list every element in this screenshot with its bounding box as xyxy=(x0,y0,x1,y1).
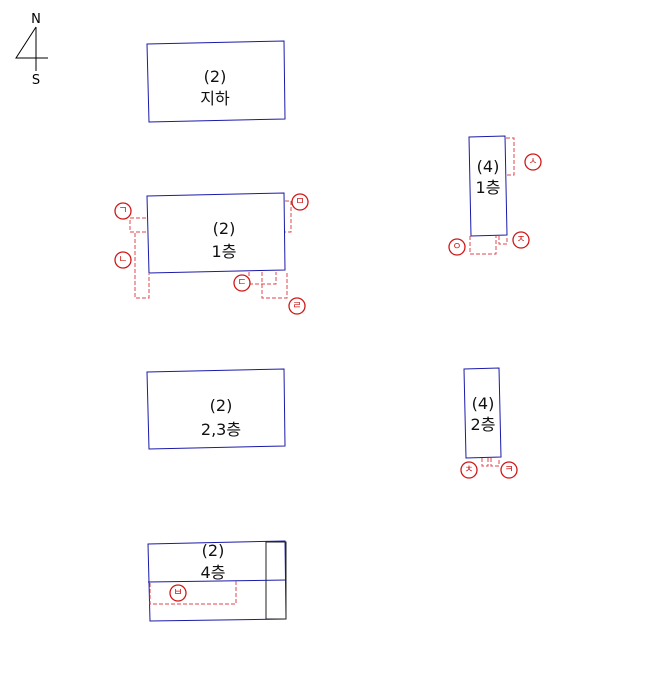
marker-jieut[interactable]: ㅈ xyxy=(512,231,530,249)
marker-label: ㄷ xyxy=(237,278,246,289)
marker-siot[interactable]: ㅅ xyxy=(524,153,542,171)
building-4-floor-1[interactable]: (4) 1층 xyxy=(468,135,508,237)
building-2-floor-4[interactable]: (2) 4층 xyxy=(147,540,287,622)
north-arrow-icon xyxy=(15,26,48,71)
marker-digeut[interactable]: ㄷ xyxy=(233,274,251,292)
building-number: (2) xyxy=(202,541,225,560)
marker-rieul[interactable]: ㄹ xyxy=(288,297,306,315)
building-floor: 2,3층 xyxy=(201,420,241,439)
marker-label: ㅈ xyxy=(516,235,525,246)
building-4-floor-2[interactable]: (4) 2층 xyxy=(463,367,502,459)
annex-outlines-floor-1 xyxy=(129,200,292,299)
marker-label: ㅂ xyxy=(173,588,182,599)
building-floor: 지하 xyxy=(200,89,230,108)
compass: N S xyxy=(15,12,48,88)
building-number: (4) xyxy=(472,394,495,413)
marker-label: ㅊ xyxy=(464,465,473,476)
marker-label: ㅋ xyxy=(504,465,513,476)
building-floor: 1층 xyxy=(212,242,237,261)
marker-label: ㄹ xyxy=(292,301,301,312)
building-number: (2) xyxy=(210,396,233,415)
compass-north-label: N xyxy=(31,12,41,27)
marker-label: ㄱ xyxy=(118,206,127,217)
building-floor: 2층 xyxy=(471,415,496,434)
marker-bieup[interactable]: ㅂ xyxy=(169,584,187,602)
building-number: (2) xyxy=(204,67,227,86)
marker-chieut[interactable]: ㅊ xyxy=(460,461,478,479)
marker-label: ㅇ xyxy=(452,242,461,253)
building-number: (4) xyxy=(477,157,500,176)
marker-ieung[interactable]: ㅇ xyxy=(448,238,466,256)
annex-outlines-b4-floor-2 xyxy=(481,458,500,467)
marker-giyeok[interactable]: ㄱ xyxy=(114,202,132,220)
marker-mieum[interactable]: ㅁ xyxy=(291,193,309,211)
building-floor: 1층 xyxy=(476,178,501,197)
marker-label: ㅅ xyxy=(528,157,537,168)
marker-label: ㄴ xyxy=(118,255,127,266)
marker-nieun[interactable]: ㄴ xyxy=(114,251,132,269)
annex-outlines-floor-4 xyxy=(149,581,237,605)
building-floor: 4층 xyxy=(201,563,226,582)
building-2-basement[interactable]: (2) 지하 xyxy=(146,40,286,123)
marker-kieuk[interactable]: ㅋ xyxy=(500,461,518,479)
building-2-floor-1[interactable]: (2) 1층 xyxy=(146,192,286,274)
building-number: (2) xyxy=(213,219,236,238)
compass-south-label: S xyxy=(32,73,40,88)
building-2-floor-2-3[interactable]: (2) 2,3층 xyxy=(146,368,286,450)
annex-outlines-b4-floor-1 xyxy=(469,137,515,255)
marker-label: ㅁ xyxy=(295,197,304,208)
